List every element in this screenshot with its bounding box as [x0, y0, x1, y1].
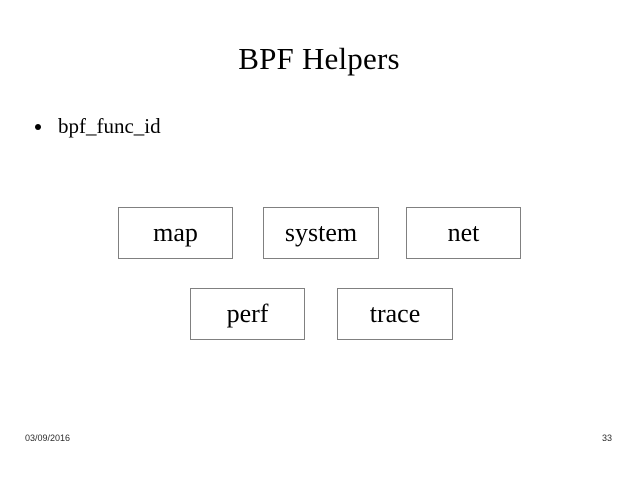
list-item: bpf_func_id — [30, 112, 590, 140]
footer-page-number: 33 — [601, 433, 612, 443]
diagram-box-trace[interactable]: trace — [337, 288, 453, 340]
diagram-box-label: map — [153, 218, 198, 247]
footer-date: 03/09/2016 — [25, 433, 71, 443]
bullet-dot-icon — [35, 124, 41, 130]
diagram-box-label: net — [447, 218, 480, 247]
bullet-list: bpf_func_id — [30, 112, 590, 140]
diagram-box-label: system — [284, 218, 358, 247]
page-title: BPF Helpers — [238, 41, 400, 76]
diagram-box-label: trace — [369, 299, 421, 328]
list-item-label: bpf_func_id — [58, 114, 161, 138]
diagram-box-system[interactable]: system — [263, 207, 379, 259]
diagram-box-net[interactable]: net — [406, 207, 521, 259]
diagram-box-perf[interactable]: perf — [190, 288, 305, 340]
diagram-box-map[interactable]: map — [118, 207, 233, 259]
diagram-box-label: perf — [226, 299, 269, 328]
